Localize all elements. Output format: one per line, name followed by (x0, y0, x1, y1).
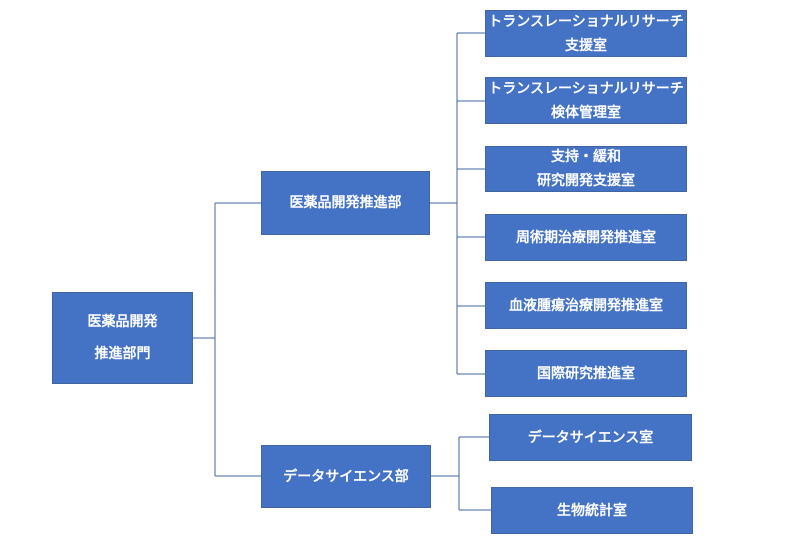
room-node: 血液腫瘍治療開発推進室 (485, 282, 687, 329)
room-node: 周術期治療開発推進室 (485, 214, 687, 261)
room-node: 生物統計室 (491, 487, 693, 534)
department-label: 医薬品開発推進部 (289, 195, 402, 211)
room-node: データサイエンス室 (489, 414, 692, 461)
room-label: 国際研究推進室 (537, 365, 635, 382)
room-node: 支持・緩和 研究開発支援室 (485, 146, 687, 192)
root-label-line2: 推進部門 (94, 346, 151, 362)
room-label-line2: 支援室 (565, 37, 607, 54)
room-node: トランスレーショナルリサーチ 支援室 (485, 10, 687, 57)
room-node: トランスレーショナルリサーチ 検体管理室 (485, 77, 687, 124)
department-node: 医薬品開発推進部 (261, 171, 430, 235)
room-label: 周術期治療開発推進室 (516, 229, 656, 246)
room-label-line2: 検体管理室 (551, 104, 621, 121)
room-label-line1: 支持・緩和 (551, 149, 621, 165)
root-node: 医薬品開発 推進部門 (52, 292, 193, 384)
room-label: 生物統計室 (557, 502, 627, 519)
room-label-line1: トランスレーショナルリサーチ (488, 80, 684, 97)
room-label-line1: トランスレーショナルリサーチ (488, 13, 684, 30)
room-label: データサイエンス室 (527, 429, 654, 446)
room-node: 国際研究推進室 (485, 350, 687, 397)
room-label-line2: 研究開発支援室 (537, 173, 635, 189)
department-label: データサイエンス部 (283, 468, 409, 485)
root-label-line1: 医薬品開発 (87, 314, 158, 330)
department-node: データサイエンス部 (261, 445, 431, 508)
room-label: 血液腫瘍治療開発推進室 (509, 297, 663, 314)
